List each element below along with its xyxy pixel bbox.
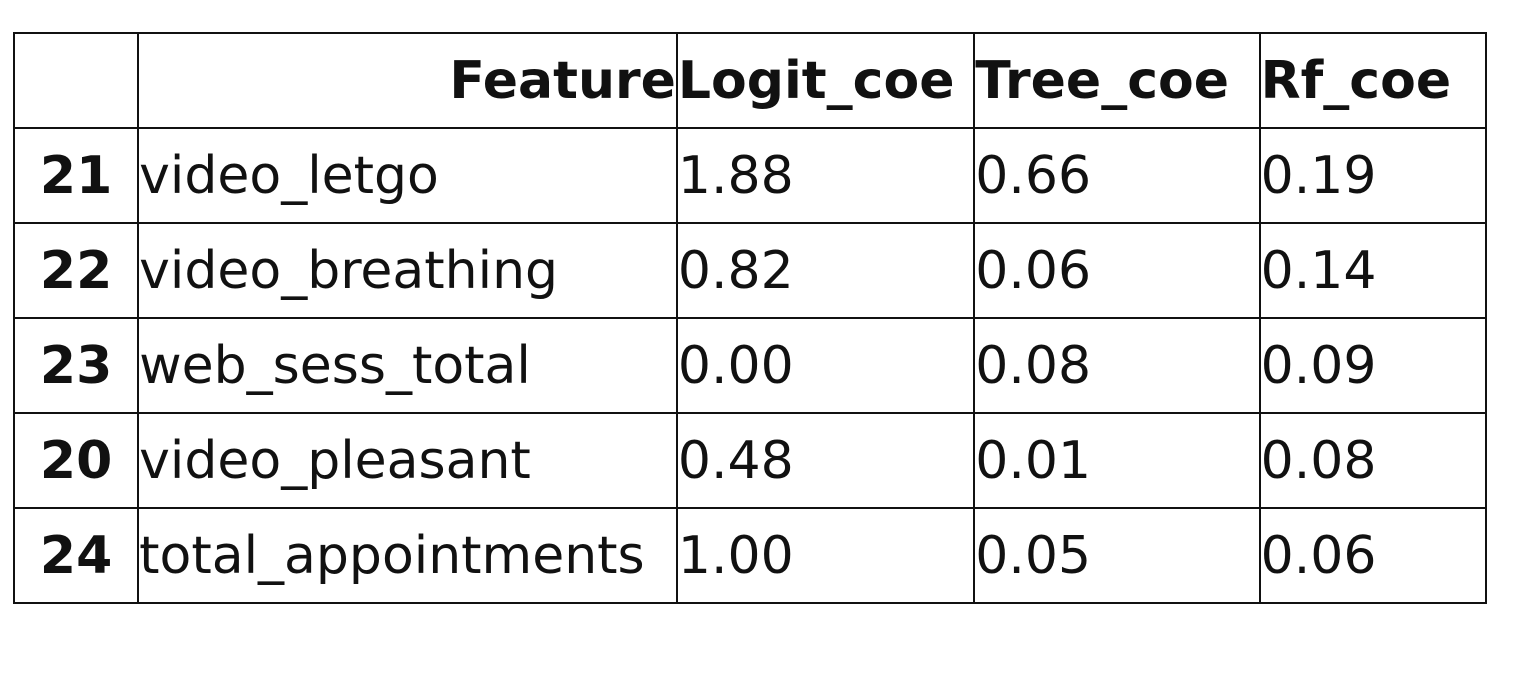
- logit-coe-cell: 0.82: [675, 222, 976, 319]
- logit-coe-cell: 1.88: [675, 127, 976, 224]
- row-index: 24: [12, 507, 140, 604]
- table-row: 23 web_sess_total 0.00 0.08 0.09: [12, 317, 1488, 414]
- tree-coe-cell: 0.05: [973, 507, 1261, 604]
- logit-coe-cell: 0.48: [675, 412, 976, 509]
- row-index: 20: [12, 412, 140, 509]
- feature-cell: video_pleasant: [137, 412, 678, 509]
- row-index: 23: [12, 317, 140, 414]
- logit-coe-cell: 1.00: [675, 507, 976, 604]
- tree-coe-cell: 0.08: [973, 317, 1261, 414]
- table-row: 20 video_pleasant 0.48 0.01 0.08: [12, 412, 1488, 509]
- feature-cell: web_sess_total: [137, 317, 678, 414]
- tree-coe-cell: 0.06: [973, 222, 1261, 319]
- tree-coe-cell: 0.66: [973, 127, 1261, 224]
- feature-header: Feature: [137, 32, 678, 129]
- table-row: 22 video_breathing 0.82 0.06 0.14: [12, 222, 1488, 319]
- tree-coe-header: Tree_coe: [973, 32, 1261, 129]
- rf-coe-cell: 0.19: [1258, 127, 1488, 224]
- logit-coe-cell: 0.00: [675, 317, 976, 414]
- row-index: 21: [12, 127, 140, 224]
- feature-cell: total_appointments: [137, 507, 678, 604]
- rf-coe-cell: 0.14: [1258, 222, 1488, 319]
- rf-coe-cell: 0.09: [1258, 317, 1488, 414]
- rf-coe-header: Rf_coe: [1258, 32, 1488, 129]
- table-row: 21 video_letgo 1.88 0.66 0.19: [12, 127, 1488, 224]
- row-index: 22: [12, 222, 140, 319]
- table-row: 24 total_appointments 1.00 0.05 0.06: [12, 507, 1488, 604]
- table-body: 21 video_letgo 1.88 0.66 0.19 22 video_b…: [12, 127, 1488, 604]
- tree-coe-cell: 0.01: [973, 412, 1261, 509]
- feature-cell: video_letgo: [137, 127, 678, 224]
- coefficient-table: Feature Logit_coe Tree_coe Rf_coe 21 vid…: [12, 32, 1488, 604]
- rf-coe-cell: 0.08: [1258, 412, 1488, 509]
- rf-coe-cell: 0.06: [1258, 507, 1488, 604]
- index-header: [12, 32, 140, 129]
- logit-coe-header: Logit_coe: [675, 32, 976, 129]
- header-row: Feature Logit_coe Tree_coe Rf_coe: [12, 32, 1488, 129]
- feature-cell: video_breathing: [137, 222, 678, 319]
- table-header: Feature Logit_coe Tree_coe Rf_coe: [12, 32, 1488, 129]
